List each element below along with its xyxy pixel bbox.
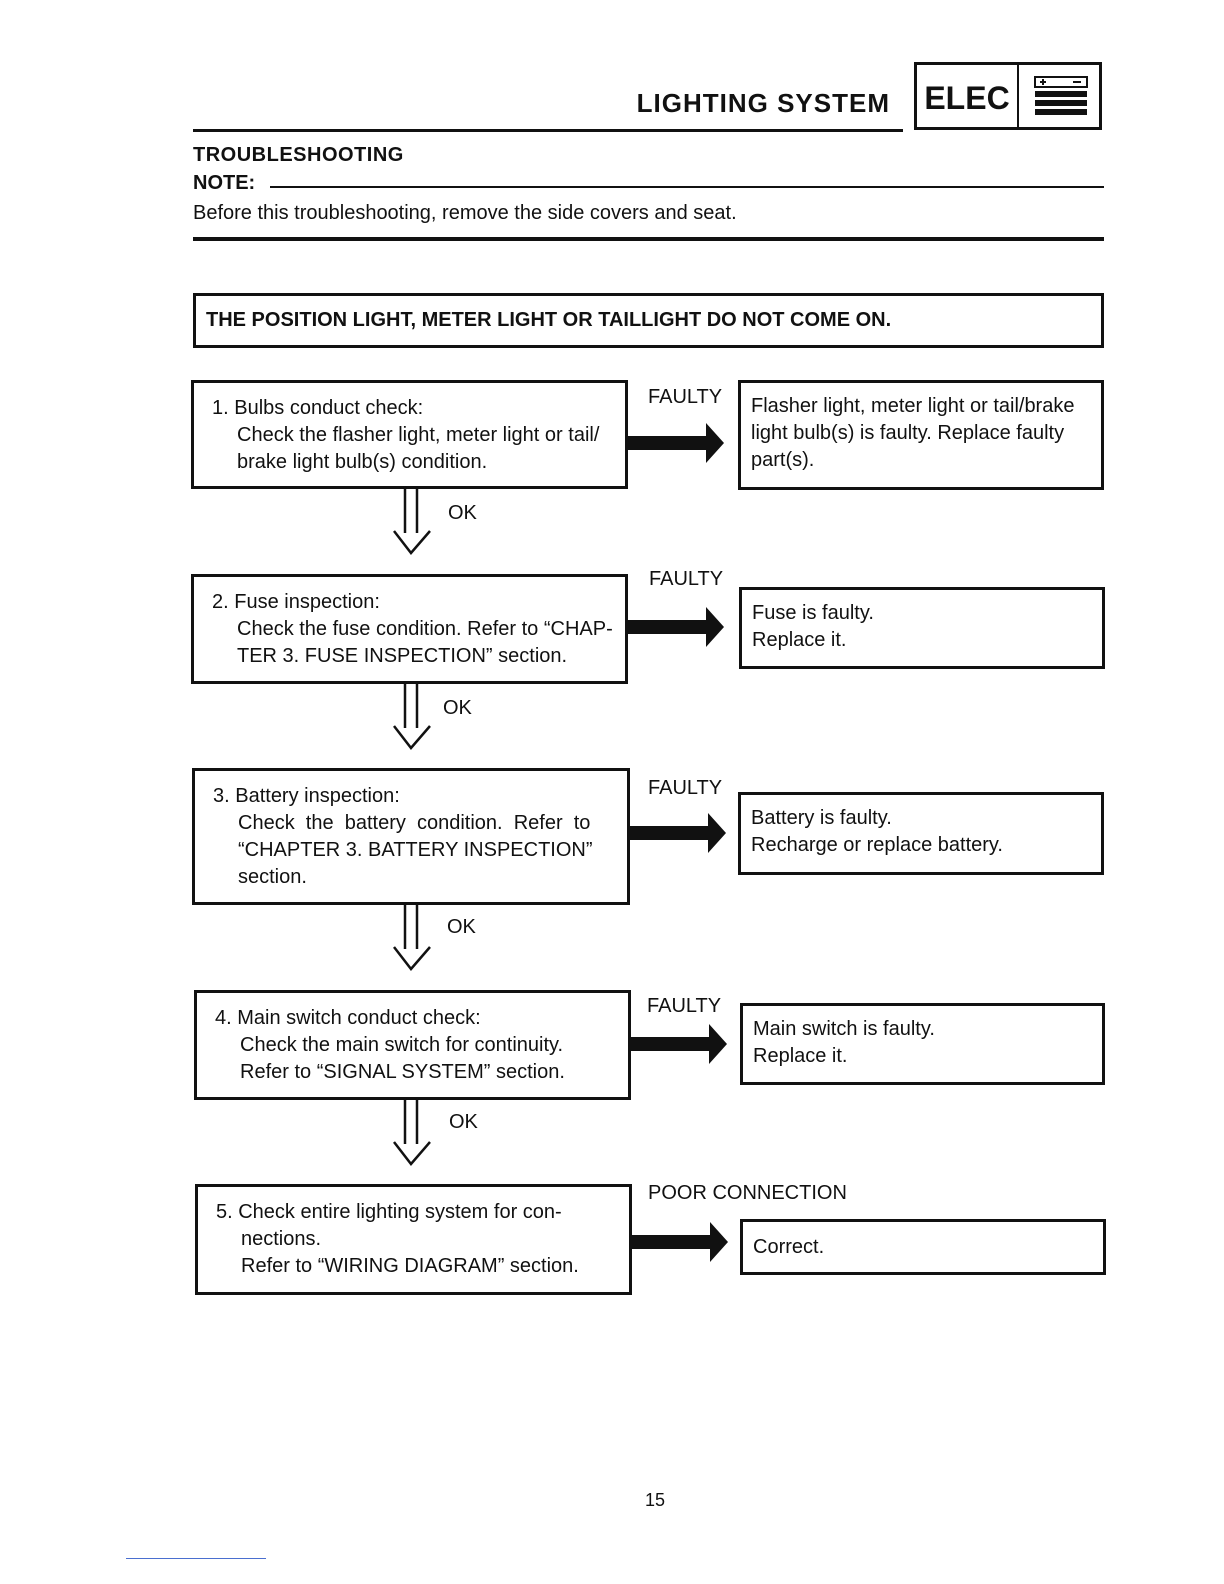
note-end-rule xyxy=(193,237,1104,241)
section-tag: ELEC xyxy=(917,65,1019,127)
poor-connection-label: POOR CONNECTION xyxy=(648,1182,847,1204)
down-arrow-icon xyxy=(393,487,431,555)
page-number: 15 xyxy=(644,1490,666,1510)
down-arrow-icon xyxy=(393,1098,431,1166)
step-box-3: 3. Battery inspection: Check the battery… xyxy=(192,768,630,905)
battery-icon xyxy=(1034,76,1088,115)
step-body-4: Check the main switch for continuity. Re… xyxy=(240,1034,565,1083)
page-edge-line xyxy=(126,1558,266,1559)
step-box-5: 5. Check entire lighting system for con-… xyxy=(195,1184,632,1295)
note-rule xyxy=(270,186,1104,188)
right-arrow-icon xyxy=(626,423,724,463)
step-body-1: Check the flasher light, meter light or … xyxy=(237,424,600,473)
ok-label-4: OK xyxy=(449,1111,478,1133)
faulty-label-3: FAULTY xyxy=(648,777,723,799)
header-rule xyxy=(193,129,903,132)
problem-statement: THE POSITION LIGHT, METER LIGHT OR TAILL… xyxy=(193,293,1104,348)
result-box-3: Battery is faulty. Recharge or replace b… xyxy=(738,792,1104,875)
step-body-3: Check the battery condition. Refer to “C… xyxy=(238,812,593,888)
step-box-2: 2. Fuse inspection: Check the fuse condi… xyxy=(191,574,628,684)
step-body-5: nections. Refer to “WIRING DIAGRAM” sect… xyxy=(241,1228,579,1277)
right-arrow-icon xyxy=(626,607,724,647)
step-body-2: Check the fuse condition. Refer to “CHAP… xyxy=(237,618,613,667)
step-box-1: 1. Bulbs conduct check: Check the flashe… xyxy=(191,380,628,489)
step-title-1: 1. Bulbs conduct check: xyxy=(212,397,424,419)
step-title-2: 2. Fuse inspection: xyxy=(212,591,380,613)
result-box-4: Main switch is faulty. Replace it. xyxy=(740,1003,1105,1085)
ok-label-2: OK xyxy=(443,697,472,719)
note-text: Before this troubleshooting, remove the … xyxy=(193,202,737,224)
result-box-5: Correct. xyxy=(740,1219,1106,1275)
note-label: NOTE: xyxy=(193,172,256,194)
result-box-1: Flasher light, meter light or tail/brake… xyxy=(738,380,1104,490)
ok-label-3: OK xyxy=(447,916,476,938)
down-arrow-icon xyxy=(393,903,431,971)
result-box-2: Fuse is faulty. Replace it. xyxy=(739,587,1105,669)
faulty-label-4: FAULTY xyxy=(647,995,722,1017)
faulty-label-1: FAULTY xyxy=(648,386,723,408)
step-box-4: 4. Main switch conduct check: Check the … xyxy=(194,990,631,1100)
faulty-label-2: FAULTY xyxy=(649,568,724,590)
section-tag-box: ELEC xyxy=(914,62,1102,130)
step-title-3: 3. Battery inspection: xyxy=(213,785,400,807)
down-arrow-icon xyxy=(393,682,431,750)
right-arrow-icon xyxy=(629,1024,727,1064)
right-arrow-icon xyxy=(628,813,726,853)
ok-label-1: OK xyxy=(448,502,477,524)
page-title: LIGHTING SYSTEM xyxy=(636,88,890,118)
step-title-4: 4. Main switch conduct check: xyxy=(215,1007,481,1029)
section-heading: TROUBLESHOOTING xyxy=(193,144,404,166)
step-title-5: 5. Check entire lighting system for con- xyxy=(216,1201,562,1223)
right-arrow-icon xyxy=(630,1222,728,1262)
